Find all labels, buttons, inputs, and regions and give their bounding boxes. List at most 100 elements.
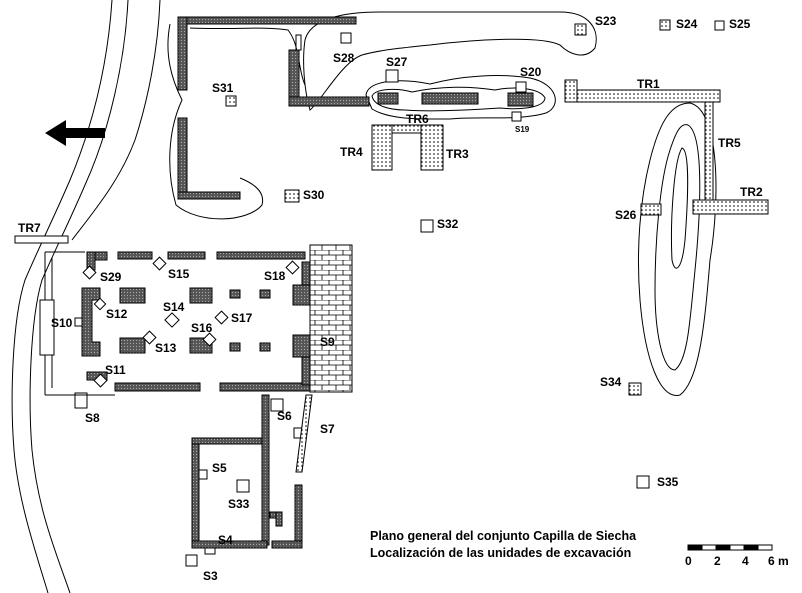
scale-segment [729, 544, 745, 551]
wall [191, 540, 268, 549]
outer-wall-line [44, 251, 115, 396]
wall [216, 251, 306, 260]
trench-tr3 [420, 124, 444, 171]
pillar [292, 334, 311, 358]
unit-box-s20 [515, 81, 527, 93]
scale-segment [701, 544, 717, 551]
label-s25: S25 [729, 17, 751, 31]
pillar [259, 289, 271, 299]
pillar [259, 342, 271, 352]
unit-box-s3 [185, 554, 198, 567]
wall [177, 16, 188, 91]
label-s5: S5 [212, 461, 227, 475]
label-s34: S34 [600, 375, 622, 389]
tr6-feature [507, 92, 534, 107]
unit-boxes [74, 19, 725, 567]
label-s19: S19 [515, 125, 530, 134]
wall [288, 96, 370, 107]
wall [294, 484, 303, 546]
unit-box-s30 [284, 189, 300, 203]
unit-box-s23 [574, 23, 587, 36]
contour-line [670, 147, 689, 269]
unit-box-s28 [340, 32, 352, 44]
contour-line [637, 102, 717, 396]
pillar [189, 287, 213, 304]
chapel-building [39, 244, 353, 396]
unit-marker-s17 [214, 310, 229, 325]
label-tr4: TR4 [340, 145, 363, 159]
unit-box-s8 [74, 392, 88, 409]
label-s16: S16 [191, 321, 213, 335]
wall [114, 382, 201, 392]
scale-label-0: 0 [685, 554, 692, 568]
unit-box-s6 [270, 398, 284, 412]
diamond-markers [82, 256, 300, 388]
label-s31: S31 [212, 81, 234, 95]
label-tr3: TR3 [446, 147, 469, 161]
trench-tr1 [564, 89, 721, 103]
trench-tr7 [14, 235, 69, 244]
label-s20: S20 [520, 65, 542, 79]
scale-segment [687, 544, 703, 551]
trench-tr1-end [564, 79, 578, 103]
arrow-left-icon [45, 120, 105, 146]
wall [177, 117, 188, 199]
upper-walls [177, 16, 370, 200]
label-s6: S6 [277, 409, 292, 423]
label-tr7: TR7 [18, 221, 41, 235]
unit-marker-s16 [202, 332, 217, 347]
pillar [292, 284, 311, 306]
label-tr1: TR1 [637, 77, 660, 91]
wall [177, 191, 241, 200]
unit-marker-s12 [93, 297, 107, 311]
label-s28: S28 [333, 51, 355, 65]
wall-stub [295, 34, 302, 51]
unit-marker-s18 [285, 260, 300, 275]
unit-marker-s13 [142, 330, 157, 345]
trench-tr5 [704, 101, 714, 203]
label-s24: S24 [676, 17, 698, 31]
label-s9: S9 [320, 335, 335, 349]
contour-line [654, 124, 701, 371]
contour-line [371, 86, 546, 112]
label-s10: S10 [51, 316, 73, 330]
wall [275, 511, 283, 527]
label-s18: S18 [264, 269, 286, 283]
wall [271, 540, 303, 549]
tr6-feature [377, 92, 399, 105]
wall [219, 382, 311, 392]
trench-s7-strip [295, 394, 313, 473]
unit-marker-s14 [164, 312, 180, 328]
contour-line [71, 0, 161, 241]
pillar [229, 342, 241, 352]
label-s30: S30 [303, 188, 325, 202]
scale-segment [757, 544, 773, 551]
contour-line [365, 75, 556, 120]
scale-label-2: 2 [714, 554, 721, 568]
label-s3: S3 [203, 569, 218, 583]
unit-marker-s29 [82, 265, 97, 280]
label-tr2: TR2 [740, 185, 763, 199]
label-s7: S7 [320, 422, 335, 436]
pillar [229, 289, 241, 299]
unit-box-s34 [628, 382, 642, 396]
unit-marker-s11 [93, 373, 108, 388]
trench-tr2 [692, 199, 769, 215]
unit-marker-s15 [152, 256, 167, 271]
wall [117, 251, 153, 260]
side-room [39, 299, 55, 356]
scale-segment [715, 544, 731, 551]
label-s4: S4 [218, 533, 233, 547]
scale-label-4: 4 [742, 554, 749, 568]
unit-box-s32 [420, 219, 434, 233]
label-s32: S32 [437, 217, 459, 231]
lower-annex [191, 394, 313, 549]
aisle-wall [81, 287, 101, 357]
label-s8: S8 [85, 411, 100, 425]
unit-box-s24 [659, 19, 671, 31]
trench-tr4 [371, 124, 393, 171]
contour-line [29, 0, 129, 593]
pillar [119, 287, 146, 304]
label-tr5: TR5 [718, 136, 741, 150]
